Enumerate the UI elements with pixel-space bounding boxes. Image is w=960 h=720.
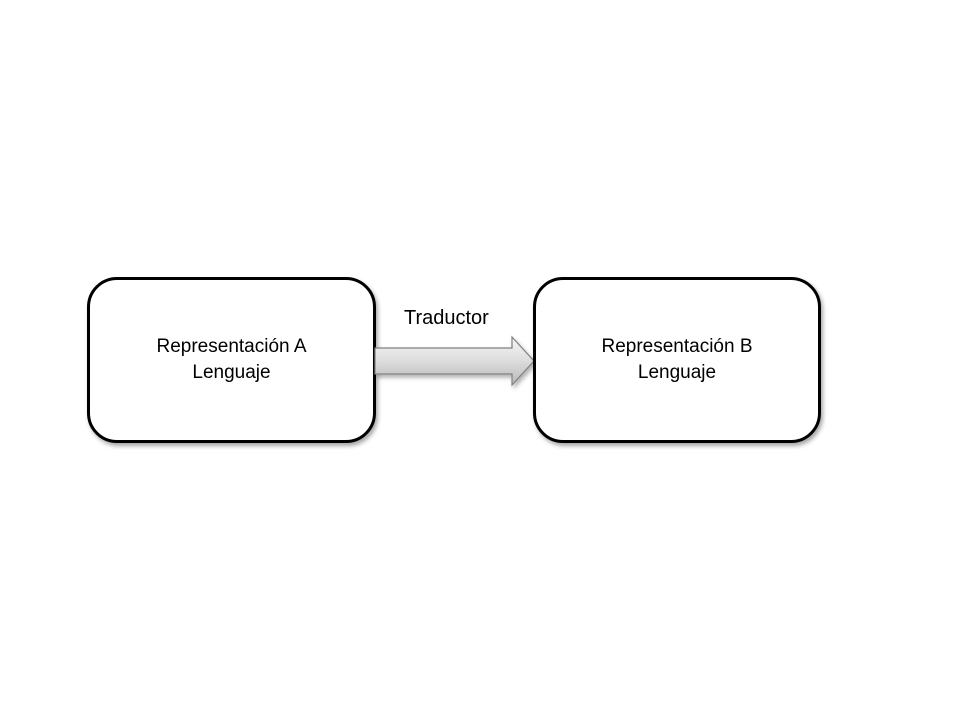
- edge-label-traductor: Traductor: [404, 307, 489, 329]
- node-representacion-a: Representación A Lenguaje: [87, 277, 376, 443]
- node-b-title: Representación B: [601, 336, 753, 357]
- translator-arrow: [374, 335, 535, 387]
- node-a-title: Representación A: [156, 336, 307, 357]
- arrow-shape: [374, 335, 535, 387]
- node-b-subtitle: Lenguaje: [637, 362, 717, 383]
- node-a-subtitle: Lenguaje: [192, 362, 271, 383]
- node-representacion-b: Representación B Lenguaje: [533, 277, 821, 443]
